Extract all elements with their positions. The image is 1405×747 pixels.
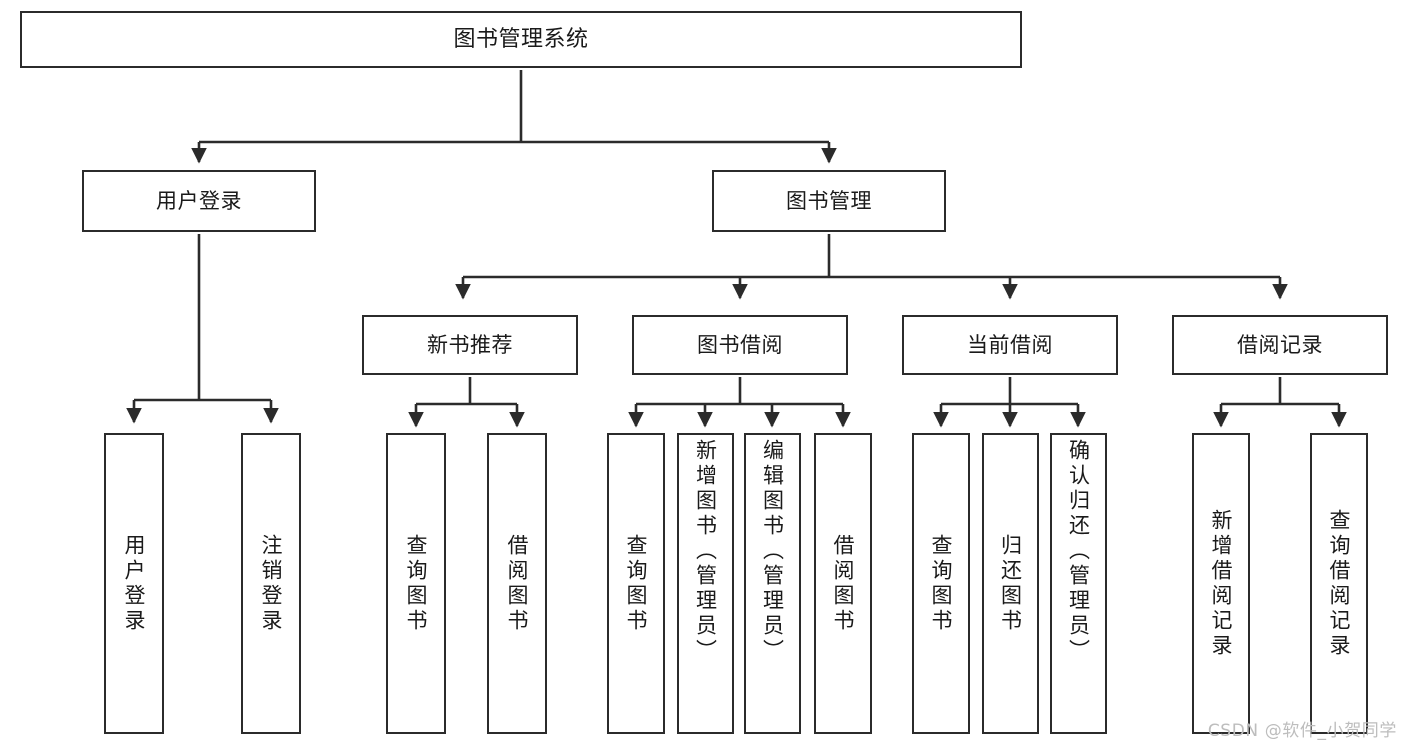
leaf-query-book-current[interactable]: 查询图书 (912, 433, 970, 734)
node-label: 确认归还（管理员） (1066, 439, 1091, 664)
leaf-query-borrow-record[interactable]: 查询借阅记录 (1310, 433, 1368, 734)
node-label: 借阅记录 (1237, 332, 1323, 357)
node-label: 图书借阅 (697, 332, 783, 357)
node-label: 编辑图书（管理员） (760, 439, 785, 664)
node-book-management[interactable]: 图书管理 (712, 170, 946, 232)
node-label: 新书推荐 (427, 332, 513, 357)
leaf-return-book[interactable]: 归还图书 (982, 433, 1039, 734)
leaf-add-book-admin[interactable]: 新增图书（管理员） (677, 433, 734, 734)
node-label: 新增借阅记录 (1209, 508, 1234, 659)
node-book-borrow[interactable]: 图书借阅 (632, 315, 848, 375)
node-label: 新增图书（管理员） (693, 439, 718, 664)
node-label: 查询图书 (404, 533, 429, 634)
leaf-user-login[interactable]: 用户登录 (104, 433, 164, 734)
node-label: 查询图书 (624, 533, 649, 634)
leaf-borrow-book-recommend[interactable]: 借阅图书 (487, 433, 547, 734)
node-borrow-record[interactable]: 借阅记录 (1172, 315, 1388, 375)
node-label: 当前借阅 (967, 332, 1053, 357)
leaf-add-borrow-record[interactable]: 新增借阅记录 (1192, 433, 1250, 734)
leaf-user-logout[interactable]: 注销登录 (241, 433, 301, 734)
node-user-login[interactable]: 用户登录 (82, 170, 316, 232)
node-label: 借阅图书 (505, 533, 530, 634)
node-label: 归还图书 (998, 533, 1023, 634)
node-label: 图书管理 (786, 188, 872, 213)
leaf-query-book-recommend[interactable]: 查询图书 (386, 433, 446, 734)
node-label: 借阅图书 (831, 533, 856, 634)
node-label: 注销登录 (259, 533, 284, 634)
node-new-book-recommend[interactable]: 新书推荐 (362, 315, 578, 375)
leaf-borrow-book-borrow[interactable]: 借阅图书 (814, 433, 872, 734)
node-label: 用户登录 (122, 533, 147, 634)
leaf-edit-book-admin[interactable]: 编辑图书（管理员） (744, 433, 801, 734)
node-label: 用户登录 (156, 188, 242, 213)
node-label: 查询借阅记录 (1327, 508, 1352, 659)
leaf-query-book-borrow[interactable]: 查询图书 (607, 433, 665, 734)
node-label: 图书管理系统 (453, 26, 589, 52)
node-root-book-management-system[interactable]: 图书管理系统 (20, 11, 1022, 68)
leaf-confirm-return-admin[interactable]: 确认归还（管理员） (1050, 433, 1107, 734)
node-current-borrow[interactable]: 当前借阅 (902, 315, 1118, 375)
node-label: 查询图书 (929, 533, 954, 634)
